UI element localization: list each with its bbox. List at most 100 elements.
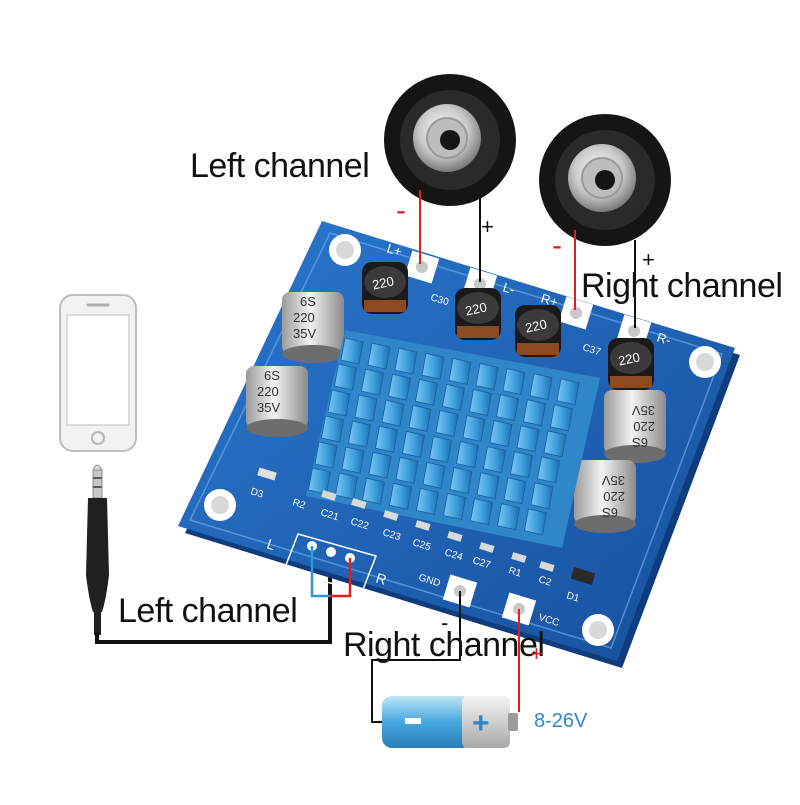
svg-text:35V: 35V (632, 403, 655, 418)
component-label: R2 (291, 497, 307, 511)
heatsink-fin (529, 373, 553, 401)
heatsink-fin (367, 342, 391, 370)
speaker-wires (419, 190, 636, 328)
heatsink (306, 330, 600, 548)
component-label: C24 (443, 547, 464, 563)
heatsink-fin (524, 508, 547, 536)
component-label: C22 (349, 516, 370, 532)
svg-text:6S: 6S (300, 294, 316, 309)
heatsink-fin (335, 472, 358, 500)
terminal-label-l-plus: L+ (385, 241, 404, 260)
smartphone-icon (59, 294, 137, 452)
inductor: 220 (608, 338, 654, 390)
heatsink-fin (448, 357, 472, 385)
heatsink-fin (442, 383, 465, 411)
heatsink-fin (429, 435, 452, 463)
component-label: C37 (581, 342, 602, 358)
power-minus-sign: - (441, 610, 449, 635)
right-speaker-icon (539, 114, 671, 246)
capacitor: 6S 220 35V (574, 460, 636, 533)
left-speaker-plus-sign: + (481, 214, 494, 239)
svg-text:220: 220 (603, 489, 625, 504)
svg-text:220: 220 (371, 273, 395, 292)
terminal-pad-r-plus (558, 296, 594, 330)
svg-text:220: 220 (617, 349, 641, 368)
heatsink-fin (483, 446, 506, 474)
heatsink-fin (416, 487, 439, 515)
heatsink-fin (435, 409, 459, 437)
svg-text:220: 220 (257, 384, 279, 399)
capacitor: 6S 220 35V (246, 366, 308, 437)
heatsink-fin (361, 368, 384, 396)
component-label: C25 (411, 537, 432, 553)
heatsink-fin (470, 498, 493, 526)
svg-text:6S: 6S (632, 435, 648, 450)
heatsink-fin (523, 399, 546, 427)
heatsink-fin (530, 482, 554, 510)
heatsink-fin (496, 394, 519, 422)
heatsink-fin (321, 415, 344, 443)
heatsink-fin (415, 378, 438, 406)
svg-text:220: 220 (293, 310, 315, 325)
power-wires (371, 591, 520, 723)
heatsink-fin (475, 363, 499, 390)
battery-icon (382, 696, 518, 748)
svg-text:220: 220 (633, 419, 655, 434)
audio-jack-plug-icon (86, 464, 109, 635)
heatsink-fin (510, 451, 533, 479)
power-plus-sign: + (530, 641, 543, 666)
component-label: D1 (565, 590, 581, 604)
smd-components (257, 467, 596, 585)
right-speaker-minus-sign: - (552, 229, 562, 262)
supply-voltage-label: 8-26V (534, 710, 588, 732)
inductor: 220 (455, 288, 501, 340)
heatsink-fin (550, 404, 573, 432)
component-label: C21 (319, 507, 340, 523)
heatsink-fin (421, 352, 445, 380)
heatsink-fin (327, 389, 351, 417)
component-label: C30 (429, 292, 450, 308)
heatsink-fin (341, 446, 365, 474)
heatsink-fin (308, 467, 331, 495)
heatsink-fin (443, 493, 466, 520)
component-label: R1 (507, 565, 523, 579)
svg-text:35V: 35V (602, 473, 625, 488)
inductor: 220 (362, 262, 408, 314)
heatsink-fin (556, 378, 580, 406)
heatsink-fin (462, 415, 486, 442)
heatsink-fin (395, 456, 419, 484)
heatsink-fin (422, 461, 446, 489)
capacitor: 6S 220 35V (282, 292, 344, 363)
mounting-hole (582, 614, 614, 646)
mounting-hole (689, 346, 721, 378)
heatsink-fin (340, 337, 364, 365)
heatsink-fin (503, 477, 527, 505)
left-channel-input-label: Left channel (118, 592, 298, 630)
input-wires (310, 546, 352, 598)
heatsink-fin (537, 456, 560, 484)
component-label: D3 (249, 486, 265, 500)
svg-text:6S: 6S (264, 368, 280, 383)
heatsink-fin (489, 420, 513, 448)
left-channel-speaker-label: Left channel (190, 147, 370, 185)
svg-text:6S: 6S (602, 505, 618, 520)
inductor: 220 (515, 305, 561, 357)
heatsink-fin (314, 441, 338, 469)
heatsink-fin (354, 394, 378, 422)
heatsink-fin (543, 430, 567, 458)
heatsink-fin (502, 368, 526, 396)
heatsink-fin (362, 477, 385, 505)
right-speaker-plus-sign: + (642, 247, 655, 272)
heatsink-fin (456, 441, 479, 468)
heatsink-fin (497, 503, 520, 531)
amplifier-board: L+ L- R+ R- 220 220 220 220 (178, 221, 740, 668)
heatsink-fin (375, 425, 398, 453)
heatsink-fin (476, 472, 500, 500)
heatsink-fin (389, 482, 412, 510)
heatsink-fin (402, 430, 425, 458)
svg-text:220: 220 (524, 316, 548, 335)
component-label: C23 (381, 527, 402, 543)
component-label: C27 (471, 555, 492, 571)
